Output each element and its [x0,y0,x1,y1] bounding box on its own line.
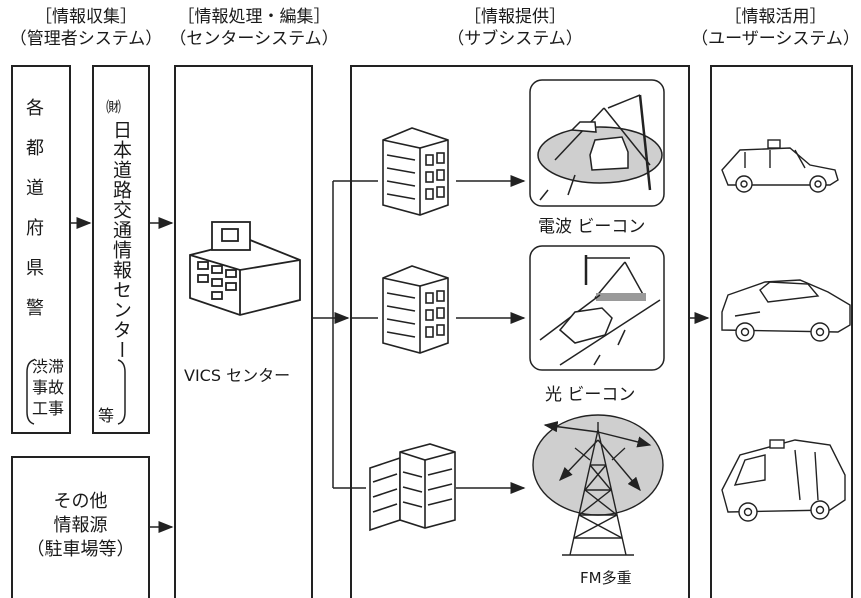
other-source-line1: その他 [53,491,108,512]
pref-char-6: 警 [26,298,44,319]
header-provide-sub: （サブシステム） [447,29,583,49]
fm-tower-illustration [532,414,664,556]
header-process: ［情報処理・編集］ （センターシステム） [165,6,343,50]
jartic-prefix: ㈶ [106,98,122,116]
left-bracket [26,359,35,425]
header-process-title: ［情報処理・編集］ [177,7,331,27]
pref-char-5: 県 [26,258,44,279]
vics-center-box [174,65,313,598]
header-process-sub: （センターシステム） [169,29,339,49]
data-types-note: 渋滞 事故 工事 [32,356,132,419]
jartic-label: 日本道路交通情報センター [110,120,132,360]
header-use-title: ［情報活用］ [724,7,827,27]
other-source-label: その他 情報源 （駐車場等） [11,490,150,562]
radio-beacon-illustration [529,79,665,207]
jartic-box [92,65,150,434]
right-bracket [117,359,126,425]
prefectural-police-label: 各 都 道 府 県 警 [12,95,58,335]
header-collect-title: ［情報収集］ [35,7,137,27]
sedan-icon [721,279,851,342]
data-type-congestion: 渋滞 [32,357,65,376]
header-collect: ［情報収集］ （管理者システム） [0,6,172,50]
header-provide-title: ［情報提供］ [464,7,566,27]
fm-multiplex-label: FM多重 [580,569,632,587]
header-use: ［情報活用］ （ユーザーシステム） [690,6,861,50]
fm-broadcast-building-icon [369,443,456,532]
ambulance-icon [721,439,846,522]
pref-char-1: 各 [26,98,44,119]
vics-center-label: VICS センター [184,366,291,385]
data-type-etc: 等 [98,406,115,425]
other-source-line2: 情報源 [53,515,108,536]
other-source-box [11,456,150,598]
header-use-sub: （ユーザーシステム） [691,29,860,49]
pref-char-3: 道 [26,178,44,199]
header-collect-sub: （管理者システム） [9,29,163,49]
other-source-line3: （駐車場等） [26,539,135,560]
pref-char-2: 都 [26,138,44,159]
radio-relay-building-icon [382,127,449,216]
prefectural-police-box [11,65,71,434]
optical-relay-building-icon [382,265,449,354]
pref-char-4: 府 [26,218,44,239]
optical-beacon-illustration [529,245,665,371]
taxi-icon [721,139,839,193]
header-provide: ［情報提供］ （サブシステム） [400,6,630,50]
vics-center-building-icon [189,221,301,316]
data-type-accident: 事故 [32,378,65,397]
optical-beacon-label: 光 ビーコン [545,385,636,405]
radio-beacon-label: 電波 ビーコン [538,217,646,237]
data-type-construction: 工事 [32,399,65,418]
